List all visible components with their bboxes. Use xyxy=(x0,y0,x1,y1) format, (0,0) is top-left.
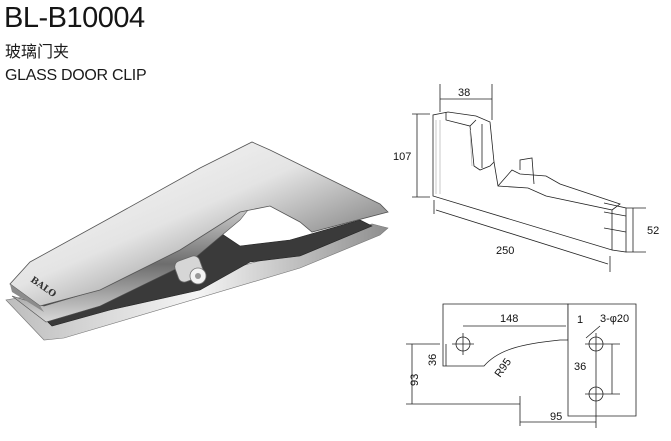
dim-height: 107 xyxy=(393,151,411,163)
dim-thickness: 52 xyxy=(647,225,659,237)
dim-holes: 3-φ20 xyxy=(600,313,629,325)
product-name-chinese: 玻璃门夹 xyxy=(5,42,70,61)
plate-view-drawing xyxy=(406,303,637,428)
dim-total-height: 93 xyxy=(409,374,421,386)
dim-offset: 148 xyxy=(500,313,518,325)
dim-gap: 1 xyxy=(577,314,583,326)
product-name-english: GLASS DOOR CLIP xyxy=(5,67,147,84)
dim-radius: R95 xyxy=(493,356,514,379)
dim-length: 250 xyxy=(496,245,514,257)
side-view-drawing xyxy=(412,84,646,272)
model-number: BL-B10004 xyxy=(4,2,145,34)
dim-bottom-width: 95 xyxy=(550,411,562,423)
dim-width-top: 38 xyxy=(458,87,470,99)
dim-hole-offset-left: 36 xyxy=(427,354,439,366)
product-photo: BALO xyxy=(5,141,389,341)
dim-hole-offset-right: 36 xyxy=(574,361,586,373)
